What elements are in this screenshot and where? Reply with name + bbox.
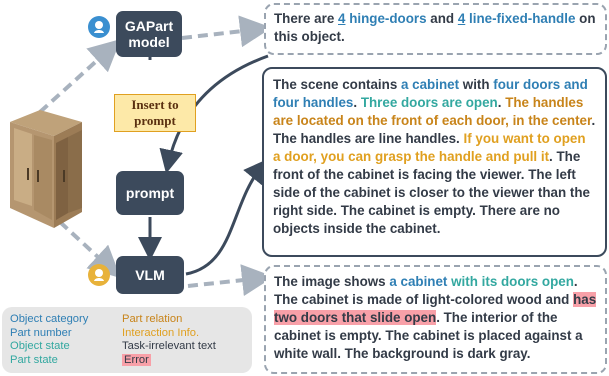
legend-error-label: Error bbox=[122, 353, 151, 366]
insert-label-line2: prompt bbox=[134, 113, 176, 128]
legend-task-irrelevant: Task-irrelevant text bbox=[122, 340, 216, 353]
part-state: Three doors are open bbox=[360, 95, 498, 110]
text: . The cabinet is made of light-colored w… bbox=[274, 274, 578, 307]
legend-part-number: Part number bbox=[10, 326, 72, 339]
text: There are bbox=[274, 11, 339, 26]
text: . The front of the cabinet is facing the… bbox=[273, 149, 590, 236]
part-category: line-fixed-handle bbox=[469, 11, 576, 26]
vlm-node: VLM bbox=[116, 256, 184, 294]
text-to-insert-curve bbox=[159, 54, 269, 174]
gapart-label-line1: GAPart bbox=[124, 18, 174, 34]
gapart-to-text-arrow bbox=[181, 15, 272, 48]
person-head-icon bbox=[94, 269, 104, 281]
vlm-baseline-answer-box: The image shows a cabinet with its doors… bbox=[264, 265, 607, 374]
vlm-avatar-icon bbox=[88, 264, 110, 286]
vlm-to-answer-curve bbox=[185, 159, 268, 276]
part-number: 4 bbox=[457, 11, 466, 26]
text: . The handles are line handles. bbox=[273, 113, 596, 146]
cabinet-3d-model bbox=[10, 110, 82, 228]
object-to-vlm-arrow bbox=[58, 220, 121, 279]
person-head-icon bbox=[94, 21, 104, 33]
text: . bbox=[353, 95, 361, 110]
vlm-label: VLM bbox=[135, 267, 165, 283]
legend-object-state: Object state bbox=[10, 340, 70, 353]
interaction-info: If you want to open a door, you can gras… bbox=[273, 131, 586, 164]
object-state: with its doors open bbox=[451, 274, 574, 289]
gapart-model-node: GAPart model bbox=[116, 11, 182, 57]
text: on this object. bbox=[274, 11, 596, 44]
legend-error: Error bbox=[122, 353, 216, 368]
text: The scene contains bbox=[273, 77, 401, 92]
legend-part-state: Part state bbox=[10, 353, 58, 366]
text: and bbox=[426, 11, 458, 26]
color-legend: Object category Part number Object state… bbox=[2, 307, 252, 373]
text: . The interior of the cabinet is empty. … bbox=[274, 310, 583, 361]
insert-label-line1: Insert to bbox=[131, 97, 179, 112]
prompt-node: prompt bbox=[116, 171, 184, 215]
part-relation: The handles are located on the front of … bbox=[273, 95, 592, 128]
text: with bbox=[459, 77, 494, 92]
legend-interaction-info: Interaction Info. bbox=[122, 326, 200, 339]
legend-part-relation: Part relation bbox=[122, 313, 183, 325]
object-to-gapart-arrow bbox=[38, 38, 121, 114]
insert-to-prompt-node: Insert to prompt bbox=[114, 94, 196, 132]
vlm-to-baseline-arrow bbox=[187, 264, 274, 297]
part-number: 4 bbox=[338, 11, 346, 26]
text: . bbox=[497, 95, 506, 110]
text: The image shows bbox=[274, 274, 390, 289]
gapart-label-line2: model bbox=[128, 34, 170, 50]
part-number: four doors and four handles bbox=[273, 77, 588, 110]
prompt-label: prompt bbox=[125, 185, 175, 201]
object-category: a cabinet bbox=[401, 77, 460, 92]
legend-object-category: Object category bbox=[10, 313, 89, 325]
gapart-output-box: There are 4 hinge-doors and 4 line-fixed… bbox=[264, 3, 607, 55]
vlm-prompted-answer-box: The scene contains a cabinet with four d… bbox=[262, 67, 607, 257]
gapart-avatar-icon bbox=[88, 16, 110, 38]
part-category: hinge-doors bbox=[349, 11, 427, 26]
object-category: a cabinet bbox=[389, 274, 448, 289]
